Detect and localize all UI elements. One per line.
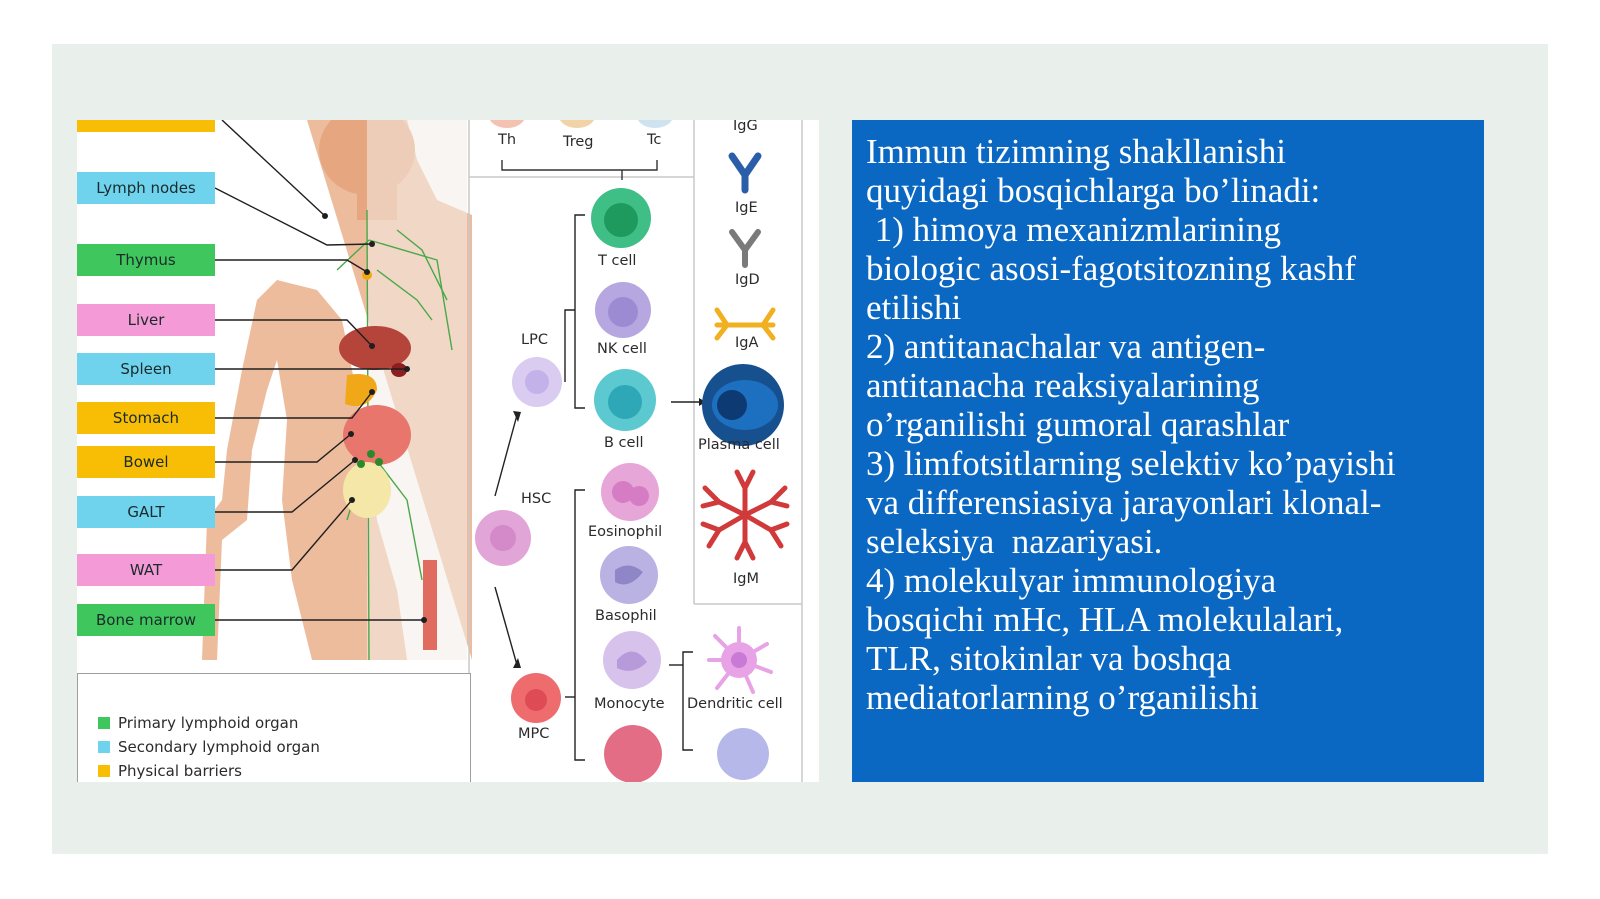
label-th: Th bbox=[498, 132, 517, 148]
figure-legend: Primary lymphoid organ Secondary lymphoi… bbox=[77, 673, 471, 782]
organ-tag-bone-marrow: Bone marrow bbox=[77, 604, 215, 636]
label-basophil: Basophil bbox=[595, 608, 657, 624]
legend-item-primary: Primary lymphoid organ bbox=[98, 714, 298, 732]
label-ige: IgE bbox=[735, 200, 758, 216]
organ-tag-spleen: Spleen bbox=[77, 353, 215, 385]
legend-swatch bbox=[98, 717, 110, 729]
legend-swatch bbox=[98, 765, 110, 777]
antibody-icons bbox=[700, 152, 790, 561]
text-line: 4) molekulyar immunologiya bbox=[866, 561, 1277, 600]
label-dendritic-cell: Dendritic cell bbox=[687, 696, 783, 712]
label-igd: IgD bbox=[735, 272, 760, 288]
figure-artwork bbox=[202, 120, 803, 782]
text-line: mediatorlarning o’rganilishi bbox=[866, 678, 1260, 717]
lineage-brackets bbox=[494, 214, 699, 761]
label-iga: IgA bbox=[735, 335, 759, 351]
text-line: bosqichi mHc, HLA molekulalari, bbox=[866, 600, 1344, 639]
organ-tag-thymus: Thymus bbox=[77, 244, 215, 276]
leader-lines bbox=[214, 120, 424, 621]
human-body-illustration bbox=[202, 120, 472, 660]
label-mpc: MPC bbox=[518, 726, 550, 742]
th-cell-icon bbox=[490, 120, 524, 128]
treg-cell-icon bbox=[560, 120, 594, 128]
text-line: biologic asosi-fagotsitozning kashf bbox=[866, 249, 1356, 288]
dendritic-cell-icon bbox=[707, 626, 773, 694]
organ-tag-wat: WAT bbox=[77, 554, 215, 586]
organs-illustration bbox=[339, 270, 437, 650]
organ-tag-bowel: Bowel bbox=[77, 446, 215, 478]
legend-swatch bbox=[98, 741, 110, 753]
label-plasma-cell: Plasma cell bbox=[698, 437, 780, 453]
panel-dividers bbox=[468, 120, 803, 782]
organ-tag-lymph-nodes: Lymph nodes bbox=[77, 172, 215, 204]
label-treg: Treg bbox=[563, 134, 594, 150]
text-line: Immun tizimning shakllanishi bbox=[866, 132, 1286, 171]
igm-icon bbox=[700, 469, 790, 561]
text-line: TLR, sitokinlar va boshqa bbox=[866, 639, 1232, 678]
text-line: va differensiasiya jarayonlari klonal- bbox=[866, 483, 1382, 522]
text-line: o’rganilishi gumoral qarashlar bbox=[866, 405, 1290, 444]
text-line: etilishi bbox=[866, 288, 962, 327]
neutrophil-icon bbox=[604, 725, 662, 782]
tc-cell-icon bbox=[638, 120, 672, 128]
t-subset-bracket bbox=[501, 160, 658, 180]
label-igm: IgM bbox=[733, 571, 759, 587]
label-monocyte: Monocyte bbox=[594, 696, 665, 712]
label-hsc: HSC bbox=[521, 491, 552, 507]
immune-system-figure: Lymph nodes Thymus Liver Spleen Stomach … bbox=[77, 120, 819, 782]
organ-tag-liver: Liver bbox=[77, 304, 215, 336]
label-tc: Tc bbox=[647, 132, 662, 148]
dendritic-cell-2-icon bbox=[717, 728, 769, 780]
text-line: seleksiya nazariyasi. bbox=[866, 522, 1163, 561]
text-line: 1) himoya mexanizmlarining bbox=[866, 210, 1282, 249]
iga-icon bbox=[714, 307, 776, 341]
igd-icon bbox=[729, 229, 761, 268]
label-lpc: LPC bbox=[521, 332, 548, 348]
text-line: 2) antitanachalar va antigen- bbox=[866, 327, 1266, 366]
organ-tag-physical-barrier bbox=[77, 120, 215, 132]
legend-item-secondary: Secondary lymphoid organ bbox=[98, 738, 320, 756]
label-b-cell: B cell bbox=[604, 435, 644, 451]
legend-item-barriers: Physical barriers bbox=[98, 762, 242, 780]
text-line: 3) limfotsitlarning selektiv ko’payishi bbox=[866, 444, 1396, 483]
organ-tag-stomach: Stomach bbox=[77, 402, 215, 434]
label-eosinophil: Eosinophil bbox=[588, 524, 663, 540]
ige-icon bbox=[728, 152, 762, 194]
organ-tag-galt: GALT bbox=[77, 496, 215, 528]
label-igg: IgG bbox=[733, 120, 758, 134]
label-t-cell: T cell bbox=[598, 253, 637, 269]
leader-dots bbox=[322, 213, 427, 623]
cell-icons bbox=[475, 188, 784, 782]
text-line: antitanacha reaksiyalarining bbox=[866, 366, 1260, 405]
label-nk-cell: NK cell bbox=[597, 341, 647, 357]
text-line: quyidagi bosqichlarga bo’linadi: bbox=[866, 171, 1321, 210]
